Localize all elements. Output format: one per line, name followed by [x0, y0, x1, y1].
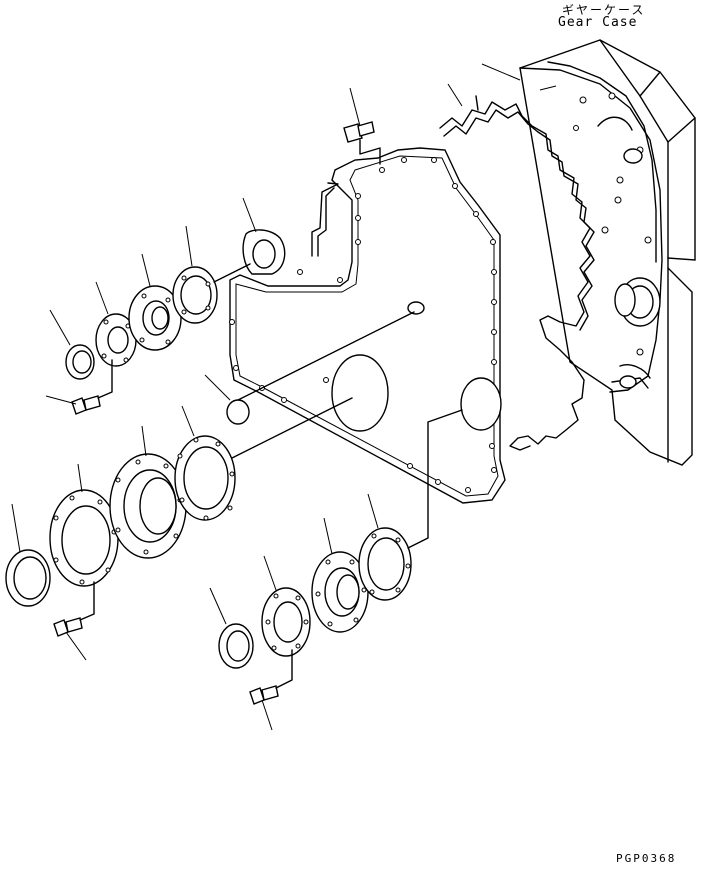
- lower-seal-stack: [5, 397, 353, 637]
- cap-plug: [226, 311, 415, 425]
- upper-seal-stack: [65, 263, 251, 415]
- leader-lines: [11, 63, 557, 731]
- gear-case-label-jp: ギヤーケース: [562, 3, 646, 17]
- gear-case-label-en: Gear Case: [558, 15, 638, 30]
- gear-case-gasket: [439, 95, 595, 451]
- bottom-seal-stack: [218, 409, 463, 705]
- top-bolt: [343, 121, 381, 165]
- gear-case: [519, 39, 696, 466]
- front-cover-plate: [229, 147, 506, 504]
- drawing-code: PGP0368: [616, 852, 677, 865]
